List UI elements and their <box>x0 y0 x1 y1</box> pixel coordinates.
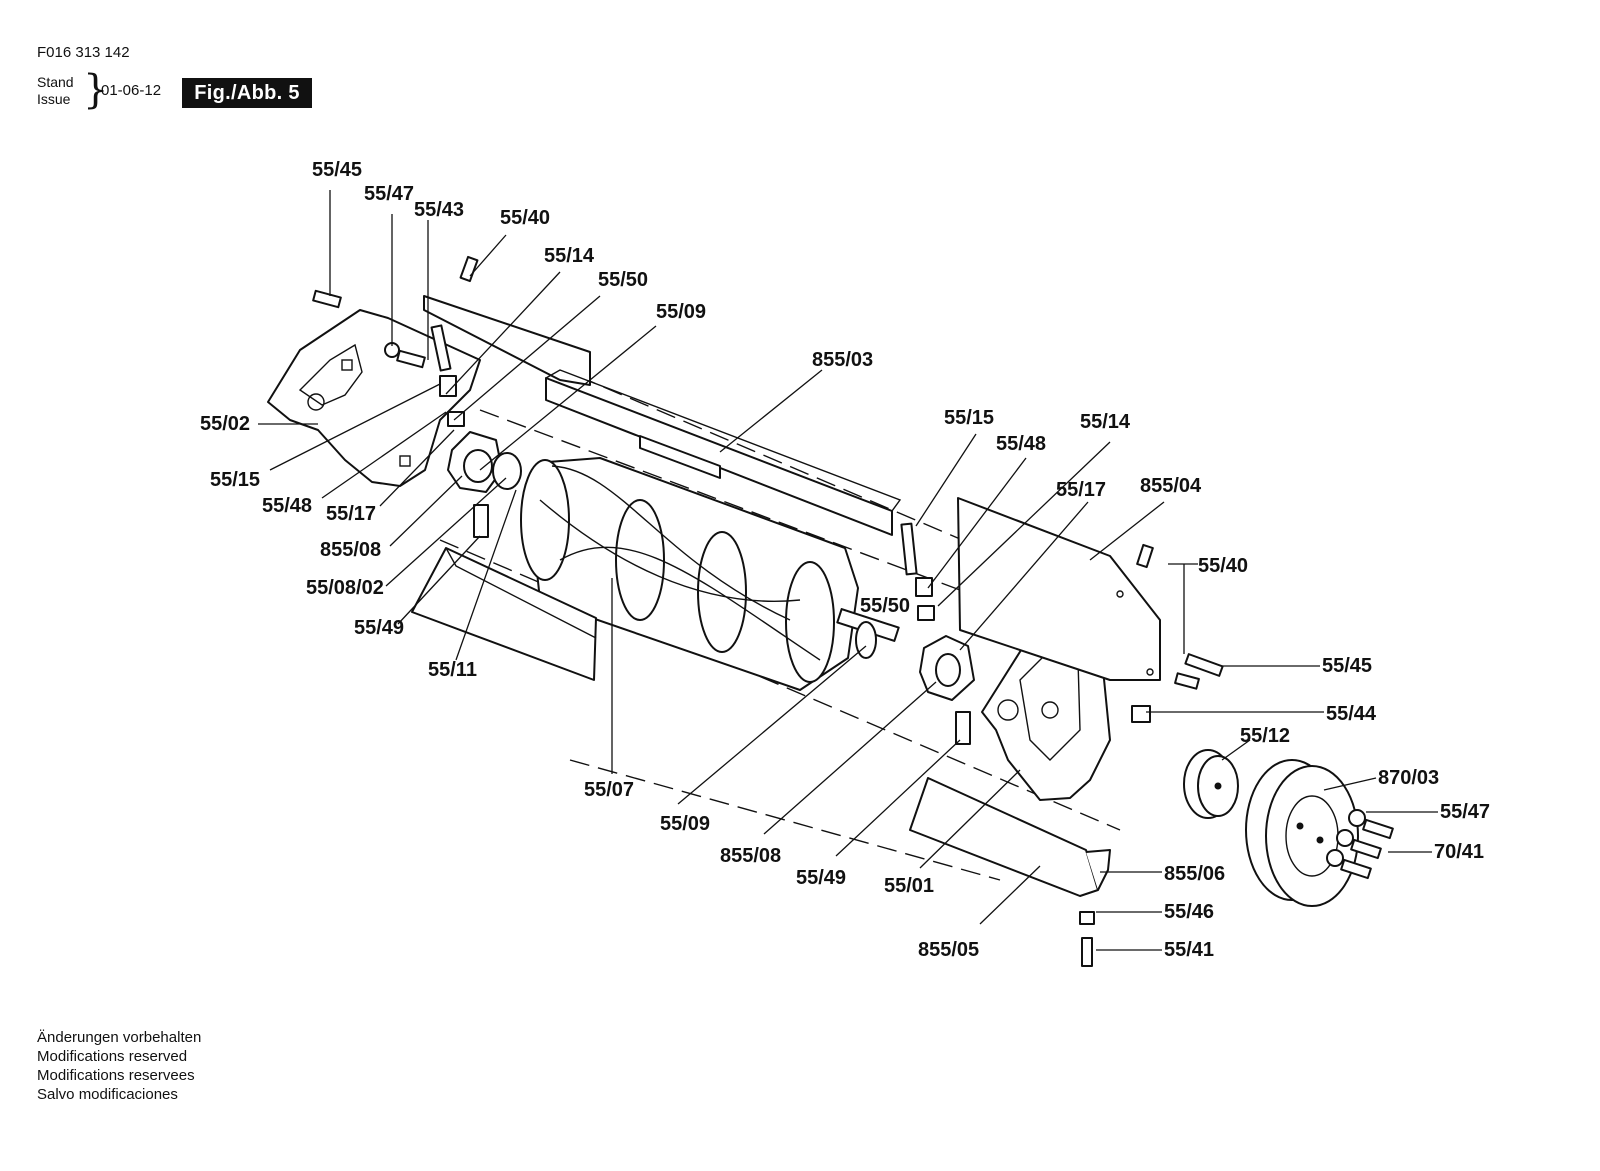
callout-label: 55/14 <box>1080 411 1131 433</box>
cutting-reel-part <box>520 457 900 691</box>
right-bar-part <box>957 497 1161 681</box>
callout-label: 55/50 <box>860 595 910 617</box>
callout-label: 855/08 <box>720 845 781 867</box>
leader-lines <box>258 190 1438 951</box>
callout-label: 55/07 <box>584 779 634 801</box>
callout-label: 55/08/02 <box>306 577 384 599</box>
callout-label: 55/44 <box>1326 703 1377 725</box>
callout-label: 55/48 <box>262 495 312 517</box>
callout-label: 55/40 <box>1198 555 1248 577</box>
callout-label: 855/05 <box>918 939 979 961</box>
callout-label: 55/14 <box>544 245 595 267</box>
callout-label: 55/12 <box>1240 725 1290 747</box>
callout-label: 55/09 <box>660 813 710 835</box>
issue-label: Issue <box>37 91 71 107</box>
callout-label: 55/49 <box>796 867 846 889</box>
callout-labels: 55/45 55/47 55/43 55/40 55/14 55/50 55/0… <box>200 159 1490 961</box>
figure-label-badge: Fig./Abb. 5 <box>182 78 312 108</box>
stand-issue-block: Stand Issue } 01-06-12 <box>37 70 337 114</box>
rear-bar-part <box>423 295 902 536</box>
callout-label: 55/09 <box>656 301 706 323</box>
note-line: Salvo modificaciones <box>37 1086 178 1103</box>
callout-label: 70/41 <box>1434 841 1484 863</box>
stand-issue-labels: Stand Issue <box>37 74 74 108</box>
callout-label: 55/50 <box>598 269 648 291</box>
callout-label: 55/17 <box>326 503 376 525</box>
callout-label: 855/08 <box>320 539 381 561</box>
callout-label: 55/47 <box>364 183 414 205</box>
pulley-assembly-part <box>1183 749 1394 907</box>
left-bearing-block-part <box>447 431 522 493</box>
callout-label: 855/03 <box>812 349 873 371</box>
left-side-plate-part <box>267 309 481 487</box>
stand-label: Stand <box>37 74 74 90</box>
right-fasteners <box>900 522 1224 745</box>
callout-label: 55/40 <box>500 207 550 229</box>
callout-label: 55/46 <box>1164 901 1214 923</box>
callout-label: 55/47 <box>1440 801 1490 823</box>
issue-date: 01-06-12 <box>101 82 162 99</box>
callout-label: 55/48 <box>996 433 1046 455</box>
callout-label: 55/01 <box>884 875 934 897</box>
callout-label: 55/15 <box>210 469 260 491</box>
left-bottom-blade-part <box>411 547 597 681</box>
callout-label: 55/49 <box>354 617 404 639</box>
callout-label: 55/17 <box>1056 479 1106 501</box>
callout-label: 55/45 <box>312 159 362 181</box>
callout-label: 55/43 <box>414 199 464 221</box>
callout-label: 855/04 <box>1140 475 1202 497</box>
callout-label: 55/11 <box>428 659 477 681</box>
brace-glyph: } <box>83 67 109 113</box>
callout-label: 55/15 <box>944 407 994 429</box>
callout-label: 55/45 <box>1322 655 1372 677</box>
callout-label: 870/03 <box>1378 767 1439 789</box>
callout-label: 55/41 <box>1164 939 1214 961</box>
right-bottom-blade-part <box>909 777 1111 967</box>
note-line: Modifications reservees <box>37 1067 195 1084</box>
modifications-notice: Änderungen vorbehalten Modifications res… <box>37 1028 201 1104</box>
note-line: Modifications reserved <box>37 1048 188 1065</box>
note-line: Änderungen vorbehalten <box>37 1029 202 1046</box>
callout-label: 55/02 <box>200 413 250 435</box>
document-number: F016 313 142 <box>37 44 130 61</box>
callout-label: 855/06 <box>1164 863 1225 885</box>
